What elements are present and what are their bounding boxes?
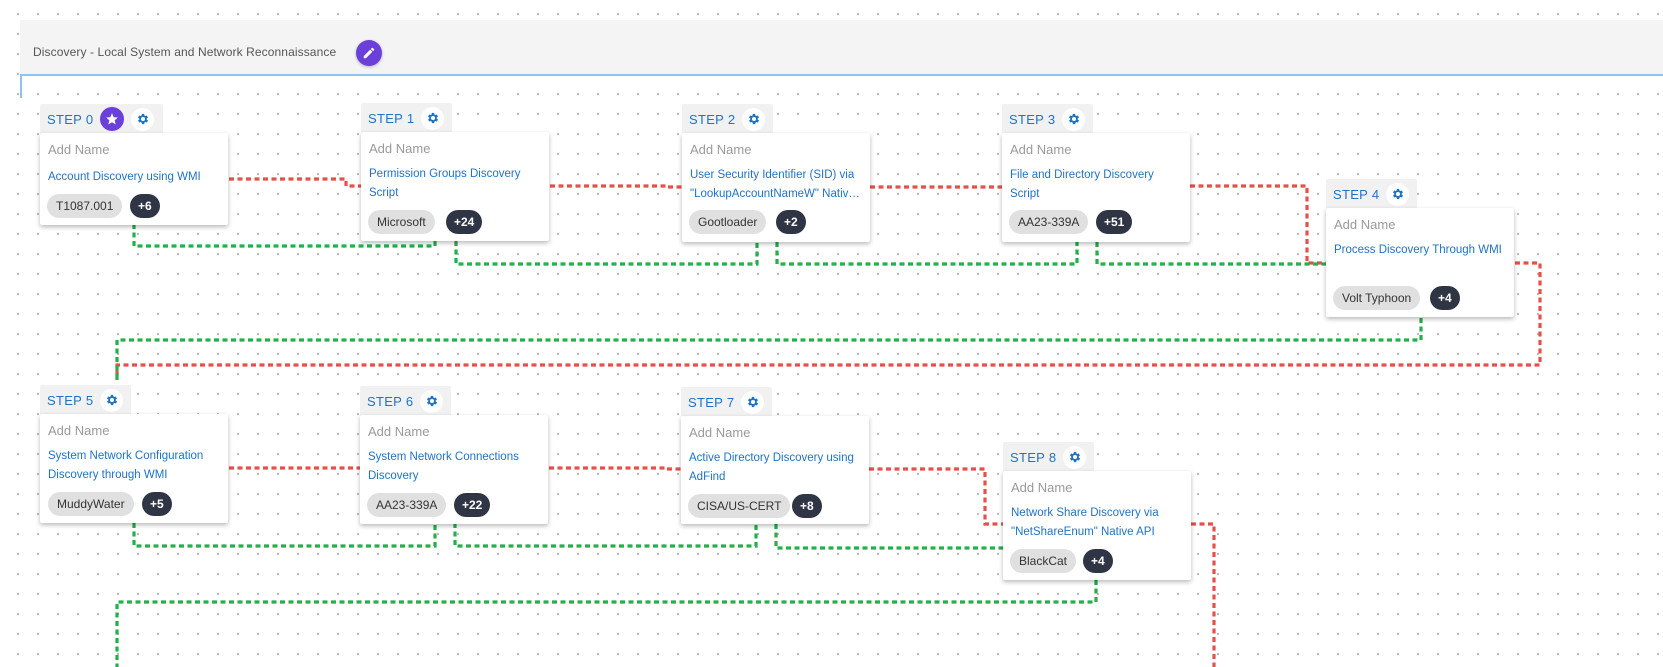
step-name-field[interactable]: Add Name [1334, 217, 1396, 232]
step-label: STEP 3 [1009, 111, 1056, 127]
step-card[interactable]: Add Name System Network Configuration Di… [40, 414, 228, 523]
more-tags-badge[interactable]: +8 [792, 494, 822, 518]
step-7-header: STEP 7 [681, 387, 772, 417]
more-tags-badge[interactable]: +24 [446, 210, 483, 234]
tag-chip[interactable]: Volt Typhoon [1333, 286, 1421, 310]
gear-icon[interactable] [420, 389, 444, 413]
edit-title-button[interactable] [356, 40, 382, 66]
tag-chip[interactable]: Microsoft [368, 210, 435, 234]
step-1-header: STEP 1 [361, 103, 452, 133]
technique-link[interactable]: Permission Groups Discovery Script [369, 168, 521, 199]
step-label: STEP 8 [1010, 449, 1057, 465]
more-tags-badge[interactable]: +6 [130, 194, 160, 218]
step-card[interactable]: Add Name Permission Groups Discovery Scr… [361, 132, 549, 241]
more-tags-badge[interactable]: +4 [1083, 549, 1113, 573]
gear-icon[interactable] [742, 107, 766, 131]
step-label: STEP 5 [47, 392, 94, 408]
page-title: Discovery - Local System and Network Rec… [33, 45, 337, 59]
step-3-header: STEP 3 [1002, 104, 1093, 134]
tag-chip[interactable]: CISA/US-CERT [688, 494, 791, 518]
step-2-header: STEP 2 [682, 104, 773, 134]
step-6-header: STEP 6 [360, 386, 451, 416]
step-card[interactable]: Add Name User Security Identifier (SID) … [682, 133, 870, 242]
technique-link[interactable]: System Network Connections Discovery [368, 451, 519, 482]
step-label: STEP 0 [47, 111, 94, 127]
step-label: STEP 1 [368, 110, 415, 126]
tag-chip[interactable]: AA23-339A [1009, 210, 1089, 234]
technique-link[interactable]: User Security Identifier (SID) via "Look… [690, 169, 860, 200]
tag-chip[interactable]: AA23-339A [367, 493, 447, 517]
step-4-header: STEP 4 [1326, 179, 1417, 209]
step-card[interactable]: Add Name System Network Connections Disc… [360, 415, 548, 524]
step-label: STEP 4 [1333, 186, 1380, 202]
more-tags-badge[interactable]: +5 [142, 492, 172, 516]
gear-icon[interactable] [1063, 445, 1087, 469]
gear-icon[interactable] [1386, 182, 1410, 206]
step-name-field[interactable]: Add Name [1011, 480, 1073, 495]
step-name-field[interactable]: Add Name [689, 425, 751, 440]
step-name-field[interactable]: Add Name [48, 423, 110, 438]
step-card[interactable]: Add Name Active Directory Discovery usin… [681, 416, 869, 524]
step-0-header: STEP 0 [40, 104, 163, 134]
step-name-field[interactable]: Add Name [1010, 142, 1072, 157]
step-label: STEP 6 [367, 393, 414, 409]
step-8-header: STEP 8 [1003, 442, 1094, 472]
technique-link[interactable]: Network Share Discovery via "NetShareEnu… [1011, 507, 1159, 538]
tag-chip[interactable]: Gootloader [689, 210, 767, 234]
tag-chip[interactable]: BlackCat [1010, 549, 1077, 573]
step-card[interactable]: Add Name File and Directory Discovery Sc… [1002, 133, 1190, 242]
more-tags-badge[interactable]: +2 [776, 210, 806, 234]
technique-link[interactable]: File and Directory Discovery Script [1010, 169, 1154, 200]
step-label: STEP 7 [688, 394, 735, 410]
technique-link[interactable]: Active Directory Discovery using AdFind [689, 452, 854, 483]
technique-link[interactable]: Process Discovery Through WMI [1334, 244, 1502, 256]
more-tags-badge[interactable]: +51 [1096, 210, 1133, 234]
step-name-field[interactable]: Add Name [368, 424, 430, 439]
technique-link[interactable]: Account Discovery using WMI [48, 171, 201, 183]
step-name-field[interactable]: Add Name [690, 142, 752, 157]
gear-icon[interactable] [1062, 107, 1086, 131]
pencil-icon [363, 47, 375, 59]
step-name-field[interactable]: Add Name [369, 141, 431, 156]
step-card[interactable]: Add Name Process Discovery Through WMI V… [1326, 208, 1514, 317]
step-5-header: STEP 5 [40, 385, 131, 415]
step-label: STEP 2 [689, 111, 736, 127]
gear-icon[interactable] [421, 106, 445, 130]
step-card[interactable]: Add Name Network Share Discovery via "Ne… [1003, 471, 1191, 580]
more-tags-badge[interactable]: +4 [1430, 286, 1460, 310]
gear-icon[interactable] [131, 107, 155, 131]
more-tags-badge[interactable]: +22 [454, 493, 491, 517]
step-card[interactable]: Add Name Account Discovery using WMI T10… [40, 133, 228, 225]
tag-chip[interactable]: MuddyWater [48, 492, 134, 516]
gear-icon[interactable] [100, 388, 124, 412]
technique-link[interactable]: System Network Configuration Discovery t… [48, 450, 204, 481]
star-icon[interactable] [100, 107, 125, 131]
gear-icon[interactable] [741, 390, 765, 414]
header-accent-line [20, 74, 22, 98]
step-name-field[interactable]: Add Name [48, 142, 110, 157]
tag-chip[interactable]: T1087.001 [47, 194, 123, 218]
workflow-header: Discovery - Local System and Network Rec… [20, 20, 1663, 76]
